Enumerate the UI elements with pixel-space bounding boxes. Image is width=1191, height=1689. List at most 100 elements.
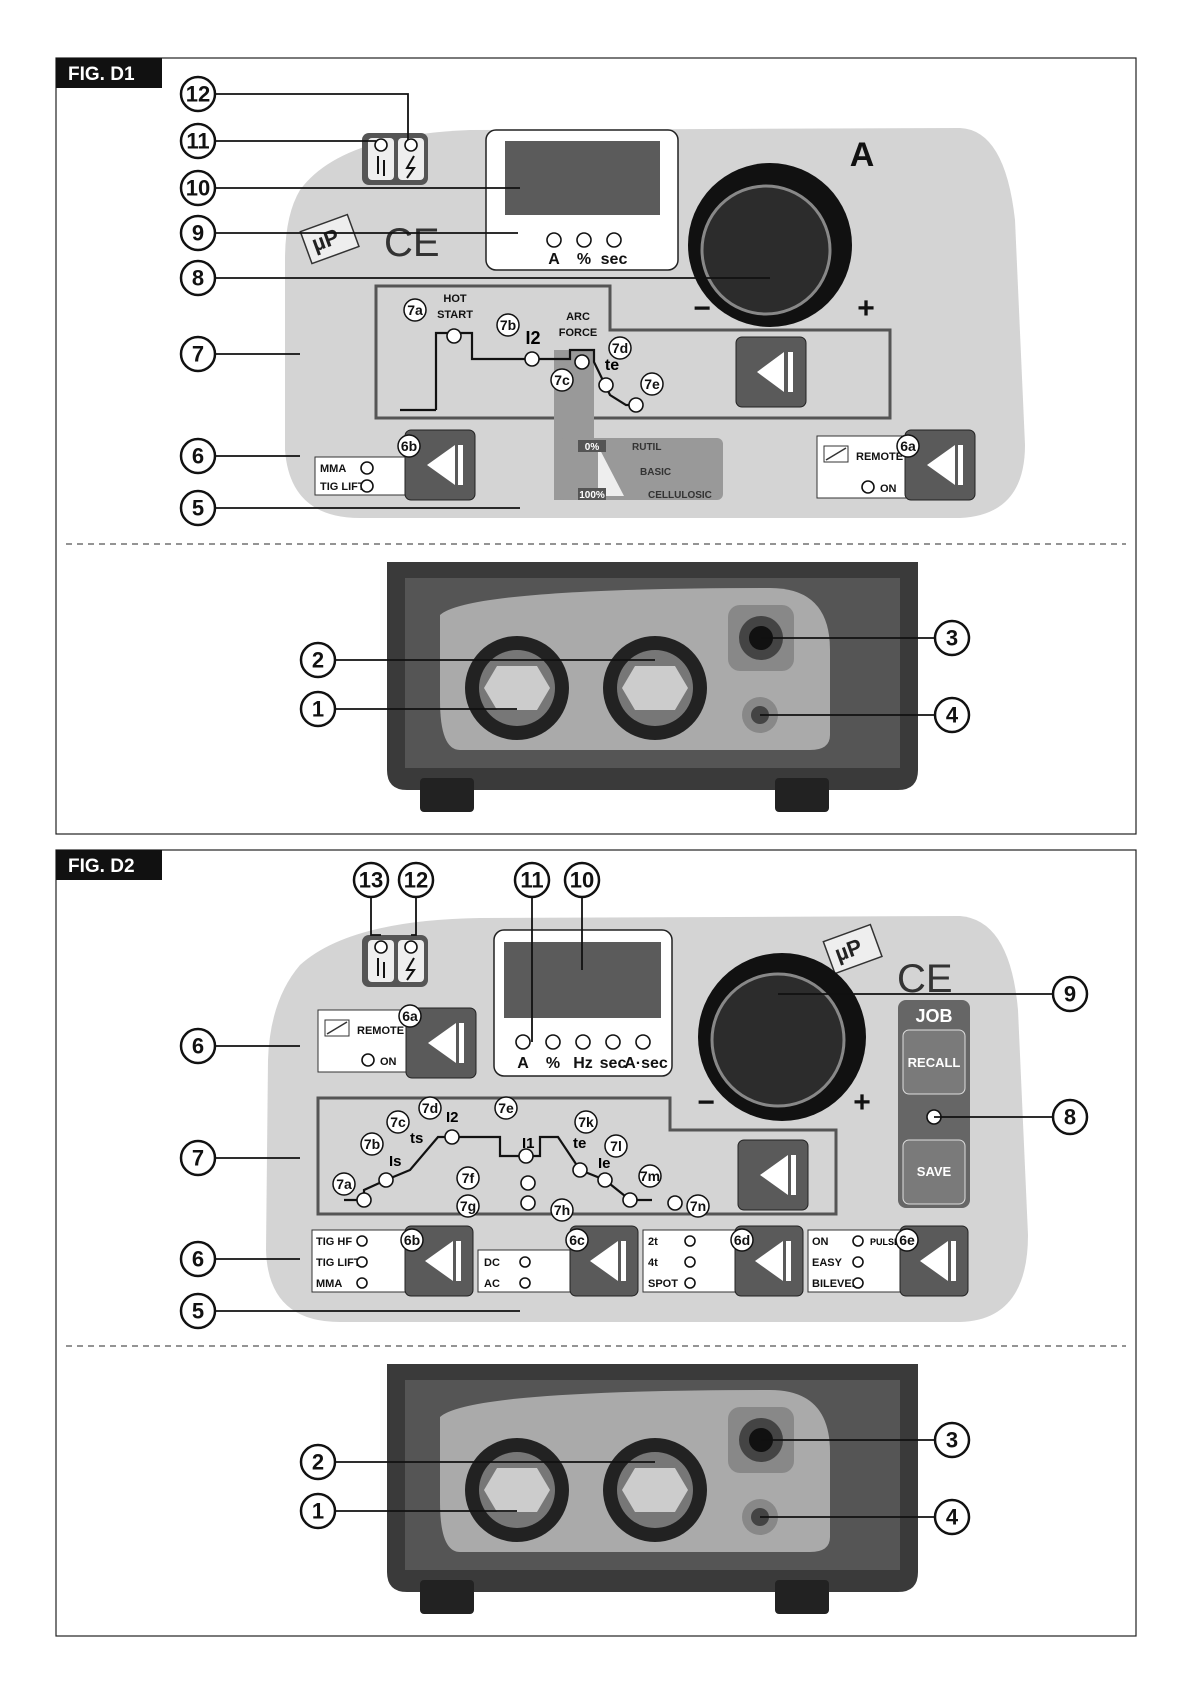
svg-text:12: 12 bbox=[404, 868, 428, 893]
svg-text:7c: 7c bbox=[390, 1114, 406, 1130]
unit-label-a: A bbox=[548, 251, 560, 268]
dc-label: DC bbox=[484, 1257, 500, 1269]
svg-text:10: 10 bbox=[570, 868, 594, 893]
callouts-d2-front: 2 1 3 4 bbox=[299, 1421, 971, 1536]
type-cellulosic: CELLULOSIC bbox=[648, 490, 712, 501]
mma-label: MMA bbox=[316, 1278, 342, 1290]
on-label: ON bbox=[812, 1236, 829, 1248]
adjustment-knob-d2[interactable] bbox=[710, 972, 846, 1108]
group-6c: DC AC bbox=[477, 1249, 579, 1293]
graph-leds-d2 bbox=[356, 1129, 683, 1211]
svg-text:5: 5 bbox=[192, 1299, 204, 1324]
arc-force-label-1: ARC bbox=[566, 311, 590, 323]
save-button[interactable] bbox=[902, 1139, 966, 1205]
arc-force-high: 100% bbox=[579, 490, 605, 501]
svg-text:3: 3 bbox=[946, 626, 958, 651]
svg-text:7l: 7l bbox=[610, 1138, 622, 1154]
svg-text:6e: 6e bbox=[899, 1232, 915, 1248]
job-title: JOB bbox=[915, 1006, 952, 1026]
svg-text:7: 7 bbox=[192, 342, 204, 367]
group-6e: ON EASY BILEVEL PULSE bbox=[807, 1229, 909, 1293]
led-7a bbox=[446, 328, 462, 344]
figure-d2-frame bbox=[55, 849, 1137, 1637]
label-i2-d2: I2 bbox=[446, 1109, 459, 1126]
svg-text:9: 9 bbox=[1064, 982, 1076, 1007]
led-7e bbox=[628, 397, 644, 413]
unit-led-percent bbox=[576, 232, 592, 248]
svg-text:1: 1 bbox=[312, 697, 324, 722]
easy-label: EASY bbox=[812, 1257, 843, 1269]
svg-text:7g: 7g bbox=[460, 1198, 476, 1214]
svg-text:8: 8 bbox=[1064, 1105, 1076, 1130]
led-7b bbox=[524, 351, 540, 367]
svg-text:7c: 7c bbox=[554, 372, 570, 388]
adjustment-knob-d1[interactable] bbox=[700, 184, 832, 316]
sub-callouts-d1: 7a 7b 7c 7d 7e 6a 6b bbox=[397, 298, 920, 458]
svg-text:3: 3 bbox=[946, 1428, 958, 1453]
svg-text:7a: 7a bbox=[336, 1176, 352, 1192]
arc-force-label-2: FORCE bbox=[559, 327, 598, 339]
svg-text:7d: 7d bbox=[422, 1100, 438, 1116]
unit-sec-d2: sec bbox=[600, 1055, 627, 1072]
process-graph-frame-d1 bbox=[374, 284, 892, 420]
process-tig-lift: TIG LIFT bbox=[320, 481, 365, 493]
svg-text:4: 4 bbox=[946, 703, 959, 728]
lightning-icon bbox=[405, 155, 416, 179]
recall-button[interactable] bbox=[902, 1029, 966, 1095]
machine-front-d2 bbox=[387, 1364, 918, 1614]
display-screen-d1 bbox=[505, 141, 660, 215]
pulse-label: PULSE bbox=[870, 1237, 900, 1247]
svg-text:12: 12 bbox=[186, 82, 210, 107]
electrode-icon bbox=[377, 156, 385, 176]
figure-d1-title-bg bbox=[56, 58, 162, 88]
save-label: SAVE bbox=[917, 1164, 952, 1179]
callouts-d1-front: 2 1 3 4 bbox=[299, 619, 971, 734]
led-7c bbox=[574, 354, 590, 370]
knob-minus-d2: − bbox=[697, 1086, 715, 1119]
knob-unit-label: A bbox=[850, 136, 875, 174]
svg-text:10: 10 bbox=[186, 176, 210, 201]
unit-led-a bbox=[546, 232, 562, 248]
type-basic: BASIC bbox=[640, 467, 671, 478]
figure-d1-title: FIG. D1 bbox=[68, 64, 135, 85]
remote-label-d1: REMOTE bbox=[856, 451, 903, 463]
figure-d2-title-bg bbox=[56, 850, 162, 880]
unit-label-percent: % bbox=[577, 251, 591, 268]
svg-text:1: 1 bbox=[312, 1499, 324, 1524]
arc-force-low: 0% bbox=[585, 442, 600, 453]
ce-mark: CE bbox=[384, 221, 440, 265]
4t-label: 4t bbox=[648, 1257, 658, 1269]
unit-a-d2: A bbox=[517, 1055, 529, 1072]
spot-label: SPOT bbox=[648, 1278, 678, 1290]
svg-text:11: 11 bbox=[520, 868, 543, 893]
svg-text:7n: 7n bbox=[690, 1198, 706, 1214]
svg-text:6b: 6b bbox=[404, 1232, 420, 1248]
svg-text:2: 2 bbox=[312, 648, 324, 673]
callouts-d2: 13 12 11 10 6 7 6 5 9 8 bbox=[179, 861, 1089, 1330]
process-mma: MMA bbox=[320, 463, 346, 475]
unit-asec-d2: A·sec bbox=[624, 1055, 668, 1072]
led-7d bbox=[598, 377, 614, 393]
te-label: te bbox=[605, 357, 619, 374]
svg-text:7d: 7d bbox=[612, 340, 628, 356]
svg-text:7: 7 bbox=[192, 1146, 204, 1171]
ac-label: AC bbox=[484, 1278, 500, 1290]
svg-text:9: 9 bbox=[192, 221, 204, 246]
machine-front-d1 bbox=[387, 562, 918, 812]
svg-text:6a: 6a bbox=[900, 438, 916, 454]
knob-minus: − bbox=[693, 292, 711, 325]
svg-text:11: 11 bbox=[186, 129, 209, 154]
tig-hf-label: TIG HF bbox=[316, 1236, 352, 1248]
callouts-d1: 12 11 10 9 8 7 6 5 bbox=[179, 75, 770, 527]
group-6d: 2t 4t SPOT bbox=[642, 1229, 744, 1293]
svg-text:8: 8 bbox=[192, 266, 204, 291]
svg-text:6: 6 bbox=[192, 1247, 204, 1272]
label-ts: ts bbox=[410, 1130, 423, 1147]
remote-on-d2: ON bbox=[380, 1056, 397, 1068]
sub-callouts-d2: 6a 6b 6c 6d 6e 7a 7b 7c 7d 7e 7f 7g 7h 7… bbox=[332, 1004, 919, 1252]
label-te-d2: te bbox=[573, 1135, 586, 1152]
svg-text:7k: 7k bbox=[578, 1114, 594, 1130]
svg-text:4: 4 bbox=[946, 1505, 959, 1530]
label-ie: Ie bbox=[598, 1155, 611, 1172]
